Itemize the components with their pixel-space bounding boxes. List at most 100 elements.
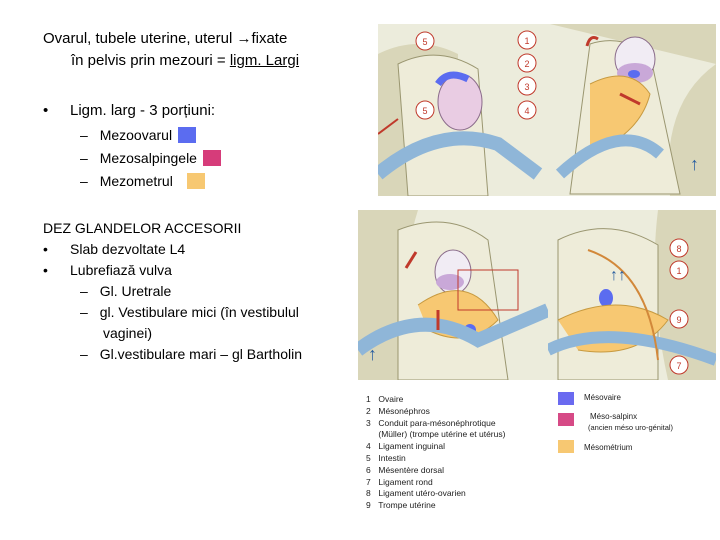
dash: –: [80, 304, 88, 320]
item-label: Mezosalpingele: [99, 150, 197, 166]
label-circle-5: [415, 31, 435, 51]
mezosalpingele-swatch: [202, 150, 221, 166]
mesovaire-label: Mésovaire: [584, 393, 621, 402]
dash: –: [80, 127, 88, 143]
mesometrium-label: Mésométrium: [584, 443, 633, 452]
legend-text: Ligament utéro-ovarien: [378, 488, 466, 499]
label-number: 1: [524, 36, 529, 46]
legend-item: (Müller) (trompe utérine et utérus): [366, 429, 505, 441]
legend-item: 7 Ligament rond: [366, 477, 505, 489]
sub-text-rest: gl Bartholin: [231, 346, 303, 362]
outline-box: [457, 269, 519, 311]
mezometrul-swatch: [186, 173, 205, 189]
top-number-circles: 1 2 3 4: [517, 30, 537, 120]
duct-shape: [555, 134, 664, 179]
bullet-text: Lubrefiază vulva: [70, 262, 172, 278]
legend-num: 9: [366, 500, 371, 511]
legend-text: Intestin: [378, 452, 406, 463]
bullet-icon: •: [43, 102, 49, 119]
duct-shape: [378, 131, 543, 180]
legend-text: Ligament rond: [378, 476, 433, 487]
label-number: 2: [524, 59, 529, 69]
label-number: 5: [422, 37, 427, 47]
legend-item: 8 Ligament utéro-ovarien: [366, 488, 505, 500]
glands-bullet-2: • Lubrefiază vulva: [43, 260, 363, 281]
sub-text-bold: Gl.vestibulare mari –: [99, 346, 232, 362]
up-arrow-icon: ↑: [690, 154, 699, 174]
wall-shape: [550, 24, 716, 196]
glands-section: DEZ GLANDELOR ACCESORII • Slab dezvoltat…: [43, 218, 363, 365]
legend-item: 1 Ovaire: [366, 394, 505, 406]
label-circle-2: [517, 53, 537, 73]
meso-salpinx-label: Méso-salpinx: [590, 412, 638, 421]
title-line2: în pelvis prin mezouri = ligm. Largi: [43, 50, 363, 72]
legend-text: Ovaire: [378, 394, 404, 404]
red-arrow: [404, 251, 418, 269]
sub-text: Gl. Uretrale: [99, 283, 172, 299]
ligm-larg-item-mezosalpingele: – Mezosalpingele: [80, 148, 221, 169]
glands-sub-1: – Gl. Uretrale: [43, 281, 363, 302]
mesometrium-swatch: [558, 440, 574, 453]
legend-text: Mésonéphros: [378, 405, 430, 416]
label-number: 8: [676, 244, 681, 254]
legend-item: 3 Conduit para-mésonéphrotique: [366, 418, 505, 430]
meso-salpinx-swatch: [558, 413, 574, 426]
title-line1b: fixate: [251, 30, 288, 47]
ligm-larg-item-mezoovarul: – Mezoovarul: [80, 125, 196, 146]
sub-text-bold: gl. Vestibulare mici: [99, 304, 217, 320]
legend-num: 6: [366, 464, 371, 475]
mesovarium-spot: [628, 70, 640, 78]
up-arrow-icon: ↑: [368, 344, 377, 364]
legend-item: 2 Mésonéphros: [366, 406, 505, 418]
legend-item: 5 Intestin: [366, 453, 505, 465]
label-circle-4: [517, 100, 537, 120]
legend-num: 3: [366, 417, 371, 428]
label-circle-3: [517, 76, 537, 96]
legend-text: (Müller) (trompe utérine et utérus): [378, 429, 506, 440]
glands-sub-3: – Gl.vestibulare mari – gl Bartholin: [43, 344, 363, 365]
meso-salpinx-sublabel: (ancien méso uro-génital): [588, 423, 674, 432]
label-circle-5b: [415, 100, 435, 120]
figure-legend: 1 Ovaire 2 Mésonéphros 3 Conduit para-mé…: [366, 394, 505, 512]
slide-title: Ovarul, tubele uterine, uterul →fixate î…: [43, 28, 363, 72]
legend-item: 6 Mésentère dorsal: [366, 465, 505, 477]
legend-text: Conduit para-mésonéphrotique: [378, 417, 496, 428]
legend-item: 4 Ligament inguinal: [366, 441, 505, 453]
bullet-text: Slab dezvoltate L4: [70, 241, 186, 257]
label-number: 3: [524, 82, 529, 92]
ligm-larg-heading: Ligm. larg - 3 porțiuni:: [70, 102, 216, 119]
mesovaire-swatch: [558, 392, 574, 405]
dash: –: [80, 150, 88, 166]
legend-num: 4: [366, 441, 371, 452]
label-number: 5: [422, 106, 427, 116]
legend-num: 1: [366, 394, 371, 404]
label-circle-1: [517, 30, 537, 50]
round-ligament-line: [587, 249, 659, 361]
arrow-icon: →: [236, 30, 252, 47]
dash: –: [80, 283, 88, 299]
bullet-icon: •: [43, 262, 48, 278]
label-number: 9: [676, 315, 681, 325]
label-number: 4: [524, 106, 529, 116]
legend-text: Ligament inguinal: [378, 441, 446, 452]
mezoovarul-swatch: [177, 127, 196, 143]
red-arrow: [619, 92, 641, 106]
label-circle-7: [669, 355, 689, 375]
item-label: Mezometrul: [99, 173, 173, 189]
title-line2-text: în pelvis prin mezouri =: [71, 52, 230, 69]
legend-item: 9 Trompe utérine: [366, 500, 505, 512]
ovary-shape: [437, 73, 483, 131]
duct-shape: [358, 303, 548, 356]
title-line2-underlined: ligm. Largi: [229, 52, 300, 69]
ligm-larg-item-mezometrul: – Mezometrul: [80, 171, 205, 192]
glands-bullet-1: • Slab dezvoltate L4: [43, 239, 363, 260]
dash: –: [80, 346, 88, 362]
label-circle-9: [669, 309, 689, 329]
top-right-illustration: ↑: [550, 24, 716, 196]
red-arrow: [585, 36, 599, 47]
dash: –: [80, 173, 88, 189]
item-label: Mezoovarul: [99, 127, 173, 143]
label-number: 1: [676, 266, 681, 276]
pointer-line: [378, 118, 399, 135]
sub-text-rest: (în vestibulul: [216, 304, 299, 320]
